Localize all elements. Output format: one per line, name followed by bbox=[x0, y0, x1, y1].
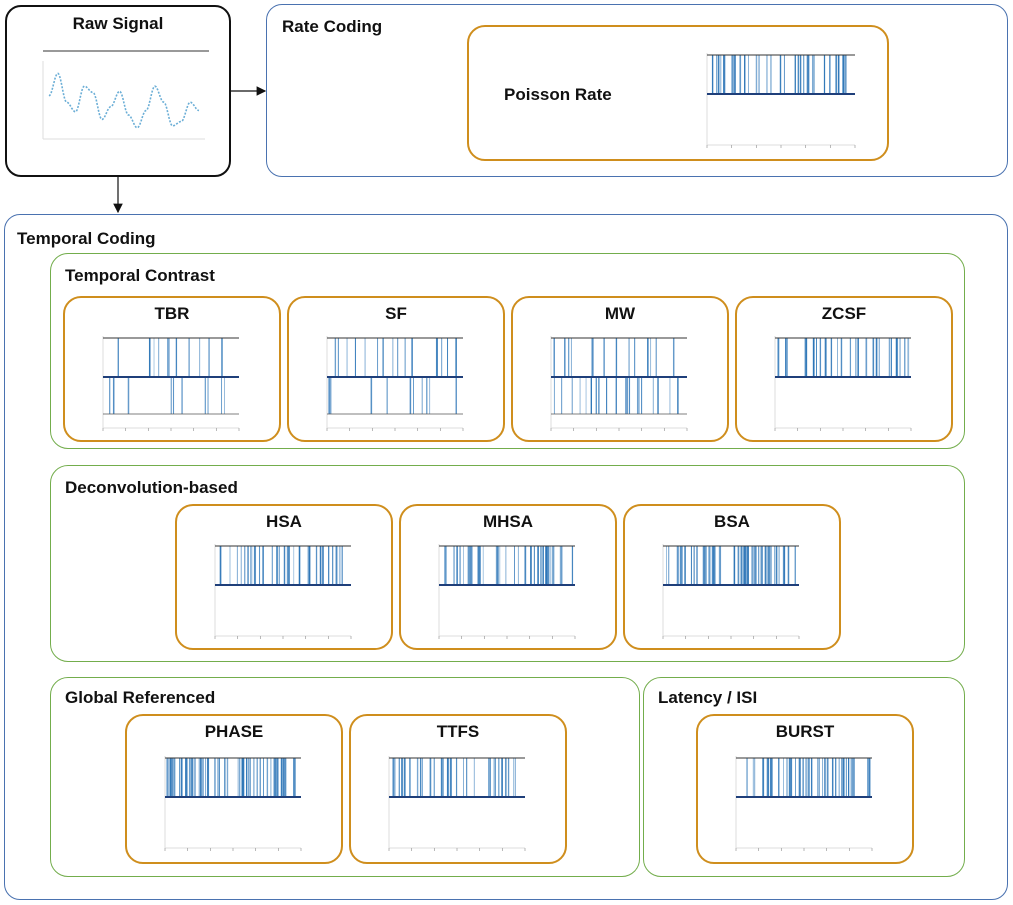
hsa-spike-plot bbox=[214, 544, 352, 639]
mhsa-spike-plot bbox=[438, 544, 576, 639]
raw-signal-title: Raw Signal bbox=[72, 14, 164, 33]
hsa-card: HSA bbox=[175, 504, 393, 650]
raw-signal-line bbox=[48, 72, 200, 129]
burst-title: BURST bbox=[775, 722, 835, 741]
sf-card: SF bbox=[287, 296, 505, 442]
tbr-card: TBR bbox=[63, 296, 281, 442]
bsa-title: BSA bbox=[714, 512, 750, 531]
ttfs-spike-plot bbox=[388, 756, 526, 851]
mw-title: MW bbox=[604, 304, 636, 323]
mw-card: MW bbox=[511, 296, 729, 442]
burst-spike-plot bbox=[735, 756, 873, 851]
mw-spike-plot bbox=[550, 336, 688, 431]
latency-isi-title: Latency / ISI bbox=[658, 688, 758, 707]
sf-title: SF bbox=[385, 304, 407, 323]
burst-card: BURST bbox=[696, 714, 914, 864]
temporal-coding-title: Temporal Coding bbox=[17, 229, 156, 248]
latency-isi-group: Latency / ISI BURST bbox=[643, 677, 965, 877]
tbr-spike-plot bbox=[102, 336, 240, 431]
rate-coding-title: Rate Coding bbox=[282, 17, 383, 36]
poisson-rate-card: Poisson Rate bbox=[467, 25, 889, 161]
temporal-contrast-group: Temporal Contrast TBR SF MW ZCSF bbox=[50, 253, 965, 449]
sf-spike-plot bbox=[326, 336, 464, 431]
ttfs-title: TTFS bbox=[436, 722, 480, 741]
phase-card: PHASE bbox=[125, 714, 343, 864]
phase-title: PHASE bbox=[204, 722, 264, 741]
raw-signal-plot bbox=[42, 50, 209, 140]
phase-spike-plot bbox=[164, 756, 302, 851]
ttfs-card: TTFS bbox=[349, 714, 567, 864]
global-referenced-group: Global Referenced PHASE TTFS bbox=[50, 677, 640, 877]
global-referenced-title: Global Referenced bbox=[65, 688, 216, 707]
zcsf-card: ZCSF bbox=[735, 296, 953, 442]
deconvolution-group: Deconvolution-based HSA MHSA BSA bbox=[50, 465, 965, 662]
bsa-card: BSA bbox=[623, 504, 841, 650]
zcsf-spike-plot bbox=[774, 336, 912, 431]
bsa-spike-plot bbox=[662, 544, 800, 639]
temporal-contrast-title: Temporal Contrast bbox=[65, 266, 215, 285]
mhsa-card: MHSA bbox=[399, 504, 617, 650]
zcsf-title: ZCSF bbox=[821, 304, 867, 323]
temporal-coding-box: Temporal Coding Temporal Contrast TBR SF… bbox=[4, 214, 1008, 900]
hsa-title: HSA bbox=[266, 512, 302, 531]
poisson-rate-plot bbox=[706, 53, 856, 148]
tbr-title: TBR bbox=[154, 304, 190, 323]
raw-signal-box: Raw Signal bbox=[5, 5, 231, 177]
rate-coding-box: Rate Coding Poisson Rate bbox=[266, 4, 1008, 177]
deconvolution-title: Deconvolution-based bbox=[65, 478, 238, 497]
poisson-rate-label: Poisson Rate bbox=[504, 85, 612, 104]
mhsa-title: MHSA bbox=[482, 512, 534, 531]
